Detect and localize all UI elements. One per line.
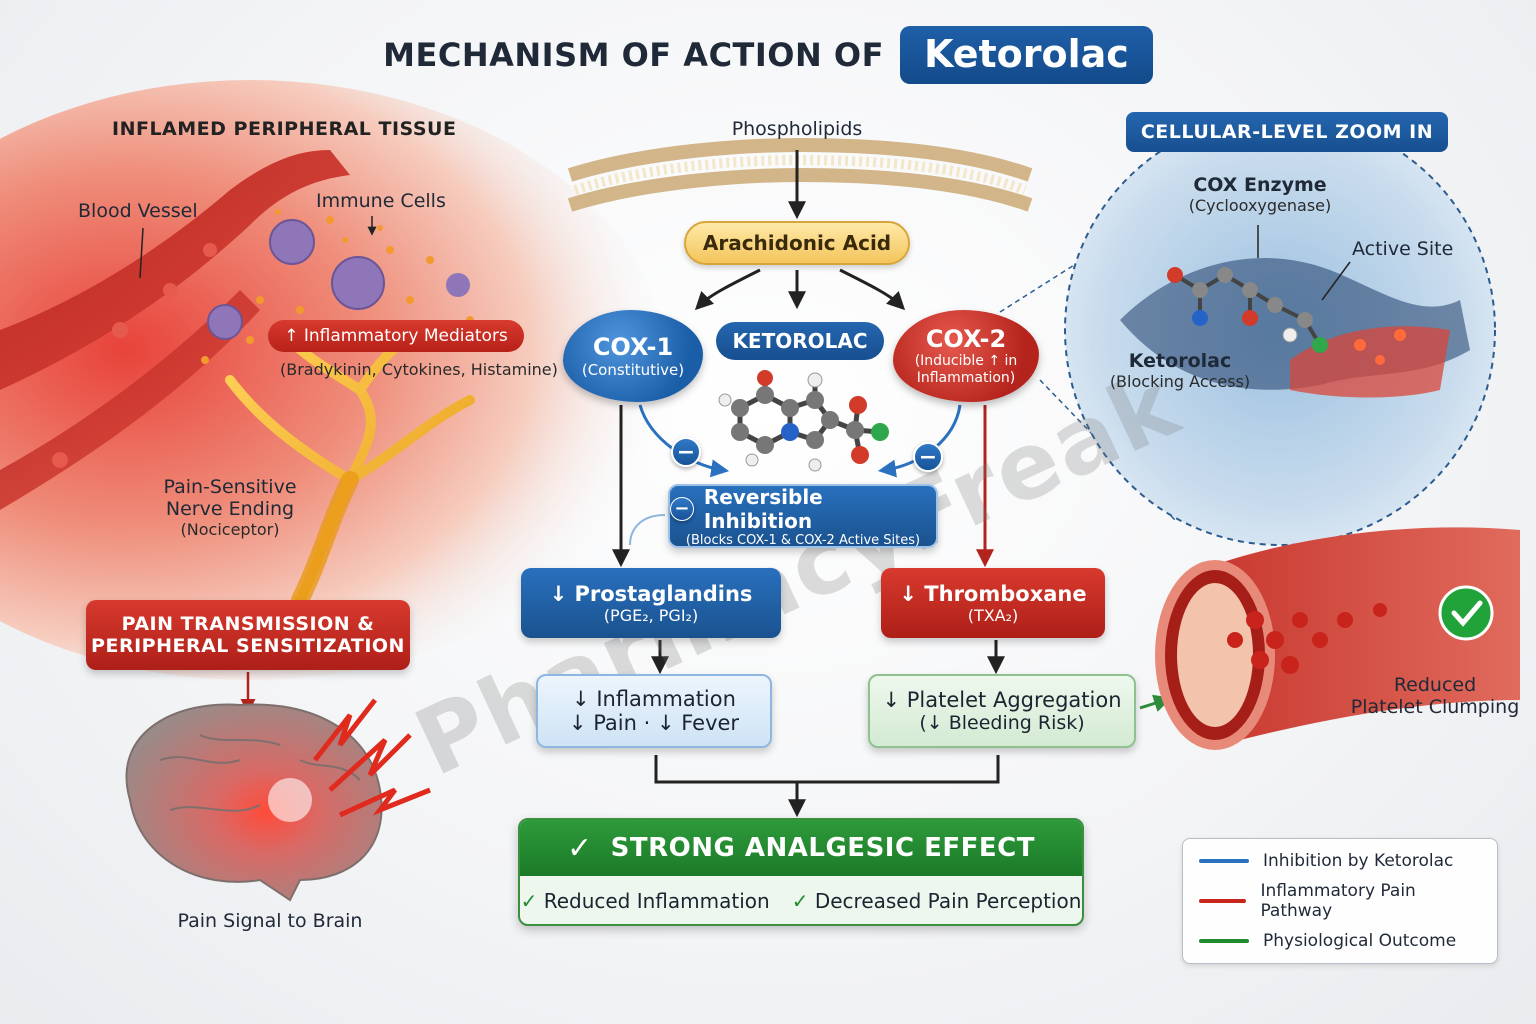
strong-analgesic-subrow: ✓ Reduced Inflammation ✓ Decreased Pain … bbox=[520, 876, 1082, 924]
brain-illustration bbox=[125, 698, 431, 902]
cox-enzyme-label: COX Enzyme (Cyclooxygenase) bbox=[1160, 174, 1360, 215]
legend-label: Physiological Outcome bbox=[1263, 931, 1457, 951]
page-title: MECHANISM OF ACTION OF Ketorolac bbox=[0, 26, 1536, 84]
prostaglandins-box: ↓ Prostaglandins (PGE₂, PGI₂) bbox=[521, 568, 781, 638]
cox2-sub-2: Inflammation) bbox=[916, 370, 1016, 386]
strong-analgesic-header: ✓ STRONG ANALGESIC EFFECT bbox=[520, 820, 1082, 876]
title-main-text: MECHANISM OF ACTION OF bbox=[383, 36, 884, 74]
cox-enzyme-sub: (Cyclooxygenase) bbox=[1188, 196, 1332, 215]
strong-sub-item-2: ✓ Decreased Pain Perception bbox=[792, 889, 1082, 913]
cox1-sub: (Constitutive) bbox=[581, 361, 685, 379]
ketorolac-zoom-name: Ketorolac bbox=[1128, 350, 1232, 372]
blood-vessel-illustration bbox=[1155, 527, 1520, 750]
nerve-line-2: Nerve Ending bbox=[165, 498, 295, 520]
legend-item: Inflammatory Pain Pathway bbox=[1199, 881, 1481, 921]
arachidonic-acid-pill: Arachidonic Acid bbox=[684, 221, 910, 265]
reversible-inhibition-box: − Reversible Inhibition (Blocks COX-1 & … bbox=[668, 484, 938, 548]
prosta-title: ↓ Prostaglandins bbox=[549, 581, 753, 606]
platelet-line-2: (↓ Bleeding Risk) bbox=[919, 712, 1085, 734]
strong-sub-1: Reduced Inflammation bbox=[543, 889, 770, 913]
legend-line-red bbox=[1199, 899, 1247, 903]
legend-item: Inhibition by Ketorolac bbox=[1199, 851, 1481, 871]
check-icon: ✓ bbox=[791, 889, 809, 913]
reduced-line-1: Reduced bbox=[1393, 674, 1477, 696]
ketorolac-zoom-label: Ketorolac (Blocking Access) bbox=[1100, 350, 1260, 391]
legend-line-blue bbox=[1199, 859, 1249, 863]
inhibition-title: Reversible Inhibition bbox=[703, 484, 823, 533]
pain-transmission-box: PAIN TRANSMISSION & PERIPHERAL SENSITIZA… bbox=[86, 600, 410, 670]
legend-label: Inhibition by Ketorolac bbox=[1263, 851, 1454, 871]
thromboxane-box: ↓ Thromboxane (TXA₂) bbox=[881, 568, 1105, 638]
legend: Inhibition by Ketorolac Inflammatory Pai… bbox=[1182, 838, 1498, 964]
title-drug-badge: Ketorolac bbox=[899, 26, 1153, 84]
cox2-name: COX-2 bbox=[925, 325, 1007, 354]
strong-title: STRONG ANALGESIC EFFECT bbox=[610, 833, 1035, 863]
thromb-sub: (TXA₂) bbox=[967, 605, 1019, 625]
prosta-sub: (PGE₂, PGI₂) bbox=[603, 605, 699, 625]
pain-box-line-1: PAIN TRANSMISSION & bbox=[121, 613, 375, 635]
reduced-clumping-label: Reduced Platelet Clumping bbox=[1340, 674, 1530, 718]
minus-icon: − bbox=[671, 437, 701, 467]
check-icon: ✓ bbox=[520, 889, 538, 913]
pain-box-line-2: PERIPHERAL SENSITIZATION bbox=[91, 635, 405, 657]
cox2-enzyme: COX-2 (Inducible ↑ in Inflammation) bbox=[893, 310, 1039, 402]
inflammatory-mediators-badge: ↑ Inflammatory Mediators bbox=[268, 320, 524, 352]
legend-item: Physiological Outcome bbox=[1199, 931, 1481, 951]
inflam-line-2: ↓ Pain · ↓ Fever bbox=[568, 711, 740, 735]
ketorolac-zoom-sub: (Blocking Access) bbox=[1109, 372, 1251, 391]
thromb-title: ↓ Thromboxane bbox=[899, 581, 1087, 606]
strong-analgesic-box: ✓ STRONG ANALGESIC EFFECT ✓ Reduced Infl… bbox=[518, 818, 1084, 926]
nerve-ending-label: Pain-Sensitive Nerve Ending (Nociceptor) bbox=[150, 476, 310, 539]
minus-icon: − bbox=[913, 442, 943, 472]
cox2-sub-1: (Inducible ↑ in bbox=[914, 353, 1018, 370]
nerve-sub: (Nociceptor) bbox=[180, 520, 280, 539]
cox-enzyme-name: COX Enzyme bbox=[1193, 174, 1327, 196]
ketorolac-molecule bbox=[718, 370, 889, 472]
platelet-outcome-box: ↓ Platelet Aggregation (↓ Bleeding Risk) bbox=[868, 674, 1136, 748]
ketorolac-pill: KETOROLAC bbox=[716, 322, 884, 360]
active-site-label: Active Site bbox=[1352, 238, 1454, 260]
mediators-list-label: (Bradykinin, Cytokines, Histamine) bbox=[280, 360, 558, 379]
right-section-header: CELLULAR-LEVEL ZOOM IN bbox=[1126, 112, 1448, 152]
minus-icon: − bbox=[670, 496, 694, 521]
zoom-in-illustration bbox=[999, 114, 1496, 546]
phospholipid-membrane bbox=[567, 137, 1033, 212]
strong-sub-item-1: ✓ Reduced Inflammation bbox=[521, 889, 770, 913]
platelet-line-1: ↓ Platelet Aggregation bbox=[882, 688, 1122, 712]
inflam-line-1: ↓ Inflammation bbox=[572, 687, 736, 711]
check-icon: ✓ bbox=[567, 830, 593, 866]
legend-line-green bbox=[1199, 939, 1249, 943]
inflamed-tissue-illustration bbox=[0, 80, 670, 680]
reduced-line-2: Platelet Clumping bbox=[1350, 696, 1520, 718]
cox1-enzyme: COX-1 (Constitutive) bbox=[563, 310, 703, 402]
inhibition-title-row: − Reversible Inhibition bbox=[670, 485, 936, 533]
strong-sub-2: Decreased Pain Perception bbox=[814, 889, 1082, 913]
immune-cells-label: Immune Cells bbox=[316, 190, 446, 212]
blood-vessel-label: Blood Vessel bbox=[78, 200, 198, 222]
pathway-arrows bbox=[612, 150, 1172, 818]
phospholipids-label: Phospholipids bbox=[731, 118, 863, 140]
left-section-header: INFLAMED PERIPHERAL TISSUE bbox=[112, 118, 457, 140]
nerve-line-1: Pain-Sensitive bbox=[163, 476, 297, 498]
brain-label: Pain Signal to Brain bbox=[177, 910, 363, 932]
inhibition-sub: (Blocks COX-1 & COX-2 Active Sites) bbox=[685, 532, 921, 548]
inflammation-outcome-box: ↓ Inflammation ↓ Pain · ↓ Fever bbox=[536, 674, 772, 748]
cox1-name: COX-1 bbox=[592, 333, 674, 361]
legend-label: Inflammatory Pain Pathway bbox=[1260, 881, 1416, 921]
